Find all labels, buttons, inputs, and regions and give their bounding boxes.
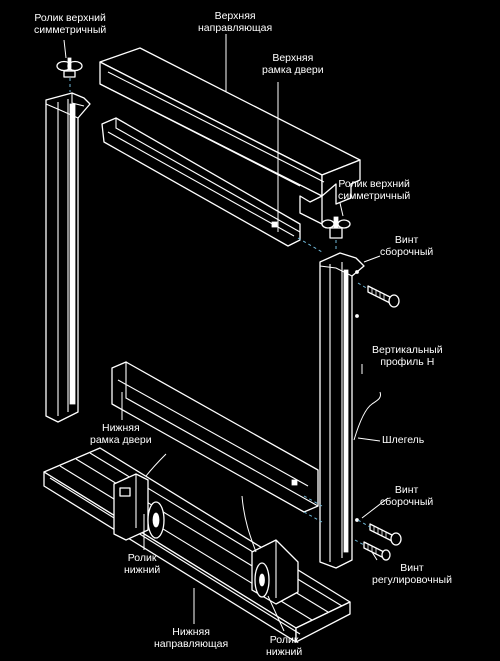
- label-schlegel: Шлегель: [382, 434, 424, 446]
- screw-assembly-top: [357, 282, 400, 308]
- label-line: рамка двери: [262, 64, 324, 76]
- label-line: Винт: [394, 234, 419, 246]
- label-line: профиль Н: [380, 356, 435, 368]
- label-screw-assembly-1: Винт сборочный: [380, 234, 433, 258]
- label-line: Верхняя: [214, 10, 256, 22]
- label-bottom-guide: Нижняя направляющая: [154, 626, 228, 650]
- label-roller-top-left: Ролик верхний симметричный: [34, 12, 106, 36]
- top-right-roller: [321, 216, 351, 252]
- label-line: нижний: [266, 646, 303, 658]
- schlegel-strip: [353, 391, 381, 441]
- label-line: Шлегель: [382, 434, 425, 446]
- label-roller-top-right: Ролик верхний симметричный: [338, 178, 410, 202]
- left-vertical-profile: [45, 92, 91, 423]
- label-top-frame: Верхняя рамка двери: [262, 52, 324, 76]
- label-vertical-profile: Вертикальный профиль Н: [372, 344, 443, 368]
- label-screw-adjust: Винт регулировочный: [372, 562, 452, 586]
- label-screw-assembly-2: Винт сборочный: [380, 484, 433, 508]
- bottom-right-roller: [241, 495, 299, 605]
- label-line: Ролик: [269, 634, 299, 646]
- label-line: Верхняя: [272, 52, 314, 64]
- label-line: Винт: [394, 484, 419, 496]
- label-line: симметричный: [34, 24, 107, 36]
- right-vertical-profile: [319, 252, 365, 569]
- label-line: направляющая: [198, 22, 273, 34]
- label-line: Ролик верхний: [338, 178, 410, 190]
- screw-assembly-bottom: [357, 519, 402, 546]
- bottom-left-roller: [113, 453, 167, 541]
- label-line: нижний: [124, 564, 161, 576]
- label-line: Ролик верхний: [34, 12, 106, 24]
- label-line: рамка двери: [90, 434, 152, 446]
- top-left-roller: [56, 57, 83, 92]
- label-line: симметричный: [338, 190, 411, 202]
- label-line: сборочный: [380, 496, 434, 508]
- label-bottom-frame: Нижняя рамка двери: [90, 422, 152, 446]
- top-guide: [99, 47, 361, 225]
- top-door-frame: [101, 117, 323, 253]
- label-line: сборочный: [380, 246, 434, 258]
- label-roller-bottom-left: Ролик нижний: [124, 552, 160, 576]
- label-line: Нижняя: [172, 626, 210, 638]
- screw-adjusting: [354, 539, 391, 561]
- label-line: Вертикальный: [372, 344, 443, 356]
- label-top-guide: Верхняя направляющая: [198, 10, 272, 34]
- label-line: Винт: [400, 562, 424, 574]
- label-line: регулировочный: [372, 574, 452, 586]
- bottom-door-frame: [111, 361, 323, 523]
- label-line: направляющая: [154, 638, 229, 650]
- label-line: Ролик: [127, 552, 157, 564]
- leader-lines: [63, 34, 389, 632]
- label-line: Нижняя: [101, 422, 140, 434]
- label-roller-bottom-right: Ролик нижний: [266, 634, 302, 658]
